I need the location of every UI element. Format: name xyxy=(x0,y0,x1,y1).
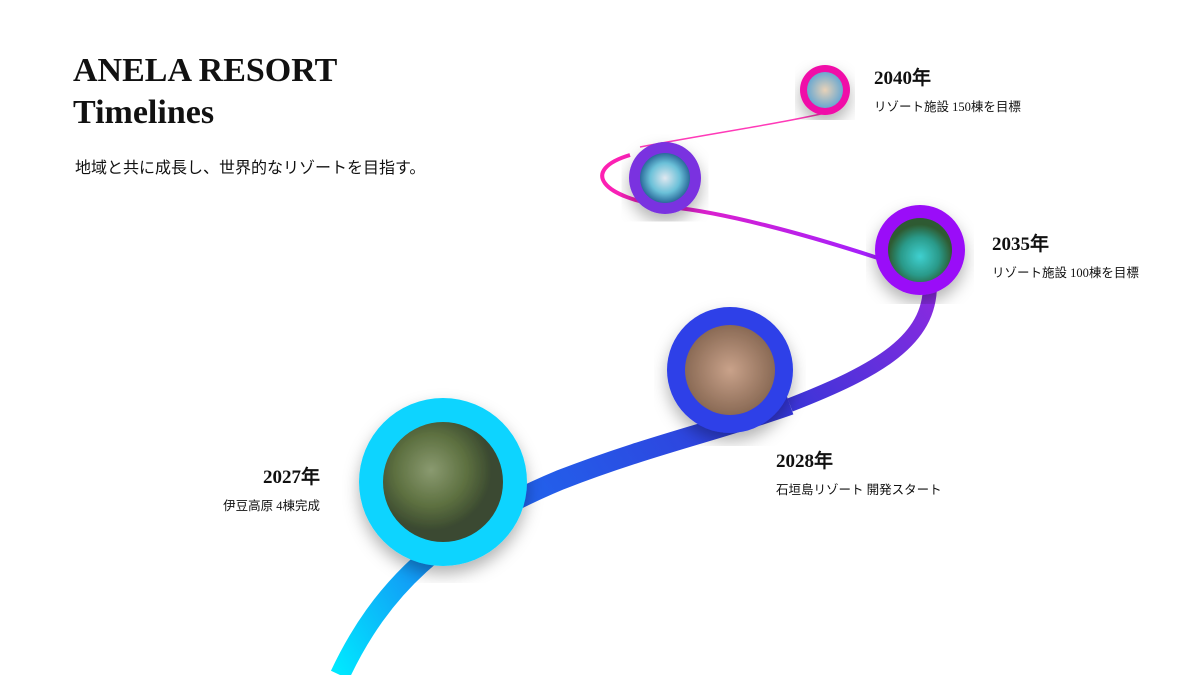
milestone-desc: 石垣島リゾート 開発スタート xyxy=(776,483,942,497)
milestone-year: 2027年 xyxy=(262,467,320,488)
milestone-circle-2027 xyxy=(359,398,527,566)
title-line-1: ANELA RESORT xyxy=(73,52,338,89)
milestone-label-2027: 2027年伊豆高原 4棟完成 xyxy=(223,462,320,514)
milestone-year: 2040年 xyxy=(874,68,932,89)
milestone-year: 2028年 xyxy=(776,451,834,472)
milestone-circle-intermediate xyxy=(629,142,701,214)
milestone-label-2035: 2035年リゾート施設 100棟を目標 xyxy=(992,229,1139,281)
milestone-circle-2035 xyxy=(875,205,965,295)
milestone-label-2040: 2040年リゾート施設 150棟を目標 xyxy=(874,63,1021,115)
road-segment xyxy=(639,109,839,148)
milestone-desc: 伊豆高原 4棟完成 xyxy=(223,499,320,513)
milestone-circle-2040 xyxy=(800,65,850,115)
milestone-desc: リゾート施設 100棟を目標 xyxy=(992,266,1139,280)
title-line-2: Timelines xyxy=(73,94,215,131)
milestone-desc: リゾート施設 150棟を目標 xyxy=(874,100,1021,114)
milestone-year: 2035年 xyxy=(992,234,1050,255)
page-subtitle: 地域と共に成長し、世界的なリゾートを目指す。 xyxy=(75,160,426,177)
milestone-label-2028: 2028年石垣島リゾート 開発スタート xyxy=(776,446,942,498)
milestone-circle-2028 xyxy=(667,307,793,433)
page-title: ANELA RESORT Timelines xyxy=(73,50,337,134)
road-segment xyxy=(787,284,937,412)
